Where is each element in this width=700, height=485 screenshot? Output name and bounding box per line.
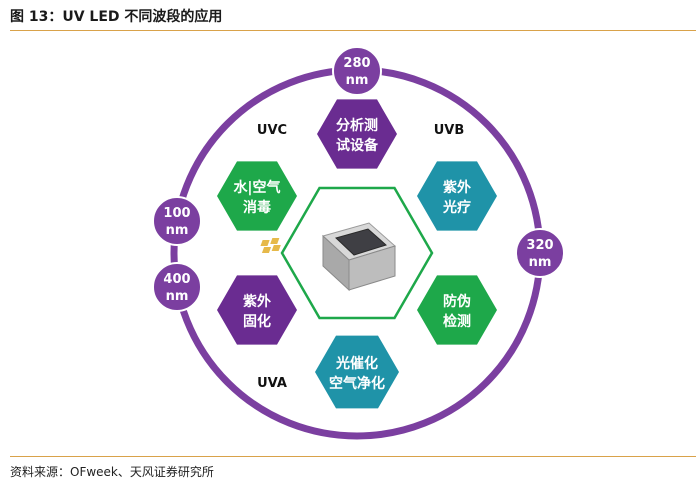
- app-phototherapy-line1: 紫外: [443, 179, 471, 196]
- badge-280-unit: nm: [346, 73, 369, 88]
- badge-100-value: 100: [163, 206, 190, 221]
- app-hex-photocatalyst-air-purification: 光催化 空气净化: [315, 335, 399, 409]
- app-disinfection-line2: 消毒: [243, 199, 271, 216]
- badge-320-value: 320: [526, 238, 553, 253]
- app-curing-line1: 紫外: [243, 293, 271, 310]
- badge-400nm: 400 nm: [152, 262, 202, 312]
- app-hex-uv-curing: 紫外 固化: [217, 275, 297, 345]
- uv-led-chip-image: [260, 222, 397, 292]
- badge-320nm: 320 nm: [515, 228, 565, 278]
- band-label-uva: UVA: [257, 376, 287, 391]
- badge-280-value: 280: [343, 56, 370, 71]
- source-divider: [10, 456, 696, 457]
- figure-title: 图 13：UV LED 不同波段的应用: [10, 9, 223, 25]
- app-curing-line2: 固化: [243, 313, 271, 330]
- app-hex-water-air-disinfection: 水|空气 消毒: [217, 161, 297, 231]
- app-analysis-line2: 试设备: [336, 137, 379, 154]
- app-anticounterfeit-line1: 防伪: [443, 293, 471, 310]
- band-label-uvb: UVB: [434, 123, 465, 138]
- app-analysis-line1: 分析测: [336, 117, 378, 134]
- badge-320-unit: nm: [529, 255, 552, 270]
- app-hex-anticounterfeit-detection: 防伪 检测: [417, 275, 497, 345]
- badge-280nm: 280 nm: [332, 46, 382, 96]
- badge-400-unit: nm: [166, 289, 189, 304]
- source-note: 资料来源：OFweek、天风证券研究所: [10, 465, 214, 479]
- badge-100-unit: nm: [166, 223, 189, 238]
- band-label-uvc: UVC: [257, 123, 287, 138]
- app-disinfection-line1: 水|空气: [233, 179, 280, 196]
- app-hex-uv-phototherapy: 紫外 光疗: [417, 161, 497, 231]
- app-photocatalyst-line2: 空气净化: [329, 375, 385, 392]
- app-anticounterfeit-line2: 检测: [443, 313, 471, 330]
- badge-400-value: 400: [163, 272, 190, 287]
- badge-100nm: 100 nm: [152, 196, 202, 246]
- app-photocatalyst-line1: 光催化: [335, 355, 378, 372]
- title-divider: [10, 30, 696, 31]
- app-hex-analysis-equipment: 分析测 试设备: [317, 99, 397, 169]
- app-phototherapy-line2: 光疗: [442, 199, 471, 216]
